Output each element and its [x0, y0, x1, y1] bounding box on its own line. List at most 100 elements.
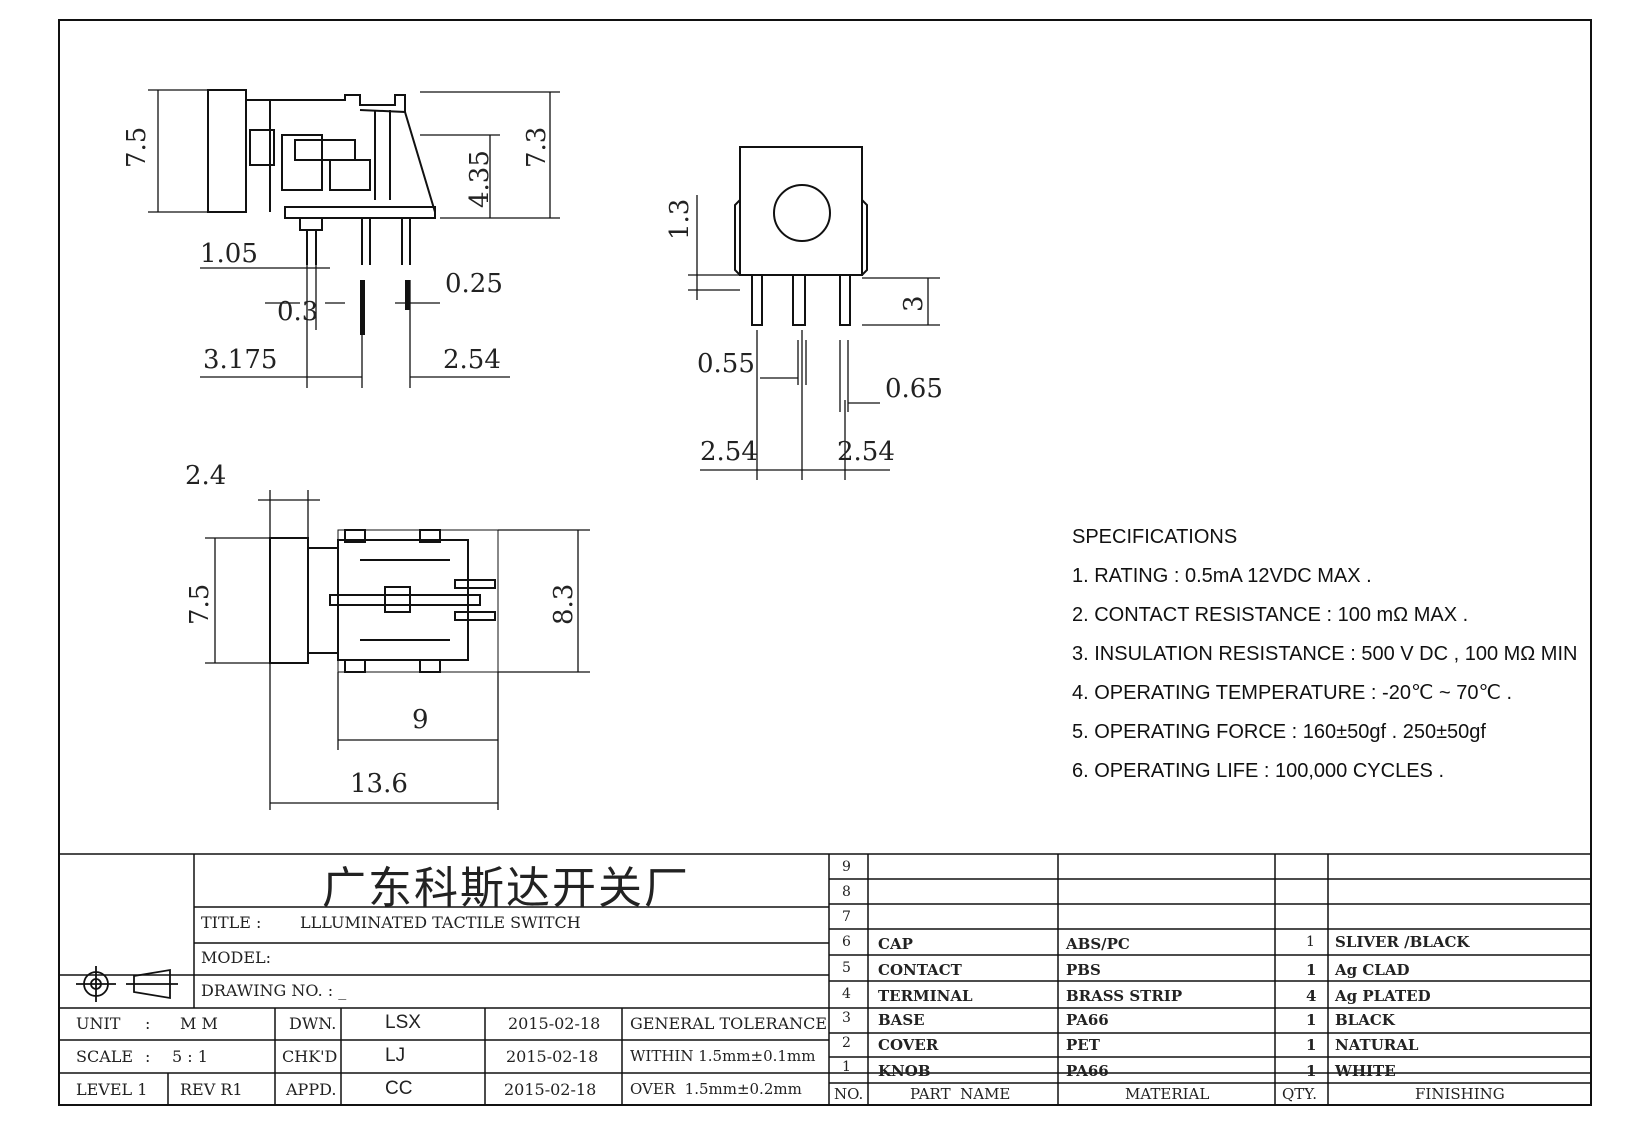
- bom-row-finishing: NATURAL: [1335, 1036, 1419, 1054]
- scale-value: 5 : 1: [172, 1047, 208, 1066]
- dim-front-pin-len: 3: [899, 295, 929, 312]
- front-view-dims: [688, 195, 940, 480]
- side-view-dims: [148, 89, 560, 388]
- bom-row-part: TERMINAL: [878, 987, 973, 1005]
- spec-item: 2. CONTACT RESISTANCE : 100 mΩ MAX .: [1072, 604, 1469, 626]
- bom-row-qty: 1: [1306, 961, 1317, 979]
- tolerance-heading: GENERAL TOLERANCE: [630, 1014, 828, 1033]
- bom-row-material: PBS: [1066, 961, 1101, 979]
- drawing-no-label: DRAWING NO. : _: [201, 981, 347, 1000]
- bom-row-qty: 4: [1306, 987, 1317, 1005]
- bom-row-part: BASE: [878, 1011, 925, 1029]
- led-window-icon: [773, 184, 831, 242]
- dim-top-cap: 2.4: [185, 461, 226, 491]
- bom-row-no: 1: [842, 1059, 851, 1075]
- dim-front-top: 1.3: [665, 199, 695, 240]
- bom-row-qty: 1: [1306, 934, 1315, 950]
- bom-row-no: 9: [842, 859, 851, 875]
- spec-item: 4. OPERATING TEMPERATURE : -20℃ ~ 70℃ .: [1072, 682, 1513, 704]
- bom-row-finishing: BLACK: [1335, 1011, 1395, 1029]
- dim-pitch-right: 2.54: [443, 345, 501, 375]
- dim-side-mid: 4.35: [465, 150, 495, 208]
- tolerance-within: WITHIN 1.5mm±0.1mm: [630, 1047, 816, 1065]
- unit-sep: :: [145, 1014, 151, 1033]
- bom-row-finishing: Ag CLAD: [1335, 961, 1410, 979]
- unit-value: M M: [180, 1014, 218, 1033]
- bom-row-material: PET: [1066, 1036, 1100, 1054]
- side-view-pins: [360, 280, 410, 335]
- dim-top-width-body: 9: [412, 705, 429, 735]
- dwn-label: DWN.: [289, 1014, 337, 1033]
- title-label: TITLE :: [201, 913, 262, 932]
- appd-date: 2015-02-18: [504, 1080, 597, 1099]
- bom-row-finishing: Ag PLATED: [1335, 987, 1431, 1005]
- bom-row-finishing: SLIVER /BLACK: [1335, 933, 1470, 951]
- title-value: LLLUMINATED TACTILE SWITCH: [300, 913, 581, 932]
- spec-item: 3. INSULATION RESISTANCE : 500 V DC , 10…: [1072, 643, 1578, 665]
- bom-row-material: ABS/PC: [1066, 935, 1130, 953]
- scale-label: SCALE: [76, 1047, 134, 1066]
- bom-row-material: PA66: [1066, 1011, 1109, 1029]
- chk-name: LJ: [385, 1045, 406, 1066]
- dim-pin-width: 0.3: [277, 297, 318, 327]
- bom-header-qty: QTY.: [1282, 1085, 1318, 1103]
- bom-header-part: PART NAME: [910, 1085, 1011, 1103]
- title-block-grid: [59, 853, 1591, 1105]
- spec-heading: SPECIFICATIONS: [1072, 526, 1238, 548]
- dim-side-height-left: 7.5: [122, 127, 152, 168]
- bom-row-qty: 1: [1306, 1062, 1317, 1080]
- dim-pitch-left: 3.175: [203, 345, 277, 375]
- tolerance-over: OVER 1.5mm±0.2mm: [630, 1080, 802, 1098]
- bom-header-no: NO.: [834, 1085, 864, 1103]
- appd-label: APPD.: [286, 1080, 337, 1099]
- scale-sep: :: [145, 1047, 151, 1066]
- bom-header-material: MATERIAL: [1125, 1085, 1210, 1103]
- level: LEVEL 1: [76, 1080, 148, 1099]
- bom-row-qty: 1: [1306, 1036, 1317, 1054]
- model-label: MODEL:: [201, 948, 272, 967]
- spec-item: 5. OPERATING FORCE : 160±50gf . 250±50gf: [1072, 721, 1486, 743]
- bom-row-material: BRASS STRIP: [1066, 987, 1183, 1005]
- drawing-frame: [58, 19, 1592, 1106]
- chk-date: 2015-02-18: [506, 1047, 599, 1066]
- bom-row-no: 8: [842, 884, 851, 900]
- specifications: SPECIFICATIONS 1. RATING : 0.5mA 12VDC M…: [1072, 518, 1577, 791]
- rev: REV R1: [180, 1080, 243, 1099]
- bom-row-part: KNOB: [878, 1062, 931, 1080]
- dim-front-pitch-left: 2.54: [700, 437, 758, 467]
- dim-pin-thickness: 0.25: [445, 269, 503, 299]
- bom-row-no: 6: [842, 934, 851, 950]
- bom-row-material: PA66: [1066, 1062, 1109, 1080]
- dwn-name: LSX: [385, 1012, 421, 1033]
- unit-label: UNIT: [76, 1014, 121, 1033]
- dim-pin-offset: 1.05: [200, 239, 258, 269]
- bom-row-no: 3: [842, 1010, 851, 1026]
- bom-row-finishing: WHITE: [1335, 1062, 1396, 1080]
- bom-row-no: 7: [842, 909, 851, 925]
- bom-header-finishing: FINISHING: [1415, 1085, 1505, 1103]
- bom-row-part: COVER: [878, 1036, 939, 1054]
- projection-symbol-icon: [76, 966, 178, 1002]
- appd-name: CC: [385, 1078, 413, 1099]
- bom-row-qty: 1: [1306, 1011, 1317, 1029]
- dwn-date: 2015-02-18: [508, 1014, 601, 1033]
- dim-front-pin-w1: 0.55: [697, 349, 755, 379]
- bom-row-no: 4: [842, 986, 851, 1002]
- top-view: [269, 529, 496, 673]
- company-name: 广东科斯达开关厂: [322, 863, 690, 914]
- dim-front-pin-w2: 0.65: [885, 374, 943, 404]
- dim-top-height-right: 8.3: [549, 584, 579, 625]
- spec-item: 1. RATING : 0.5mA 12VDC MAX .: [1072, 565, 1372, 587]
- bom-row-part: CONTACT: [878, 961, 962, 979]
- front-view: [734, 146, 868, 326]
- dim-top-width-total: 13.6: [350, 769, 408, 799]
- bom-row-no: 2: [842, 1035, 851, 1051]
- dim-side-height-right: 7.3: [522, 127, 552, 168]
- top-view-dims: [205, 490, 590, 810]
- dim-front-pitch-right: 2.54: [837, 437, 895, 467]
- dim-top-height-left: 7.5: [185, 584, 215, 625]
- chk-label: CHK'D: [282, 1047, 338, 1066]
- bom-row-part: CAP: [878, 935, 913, 953]
- bom-row-no: 5: [842, 960, 851, 976]
